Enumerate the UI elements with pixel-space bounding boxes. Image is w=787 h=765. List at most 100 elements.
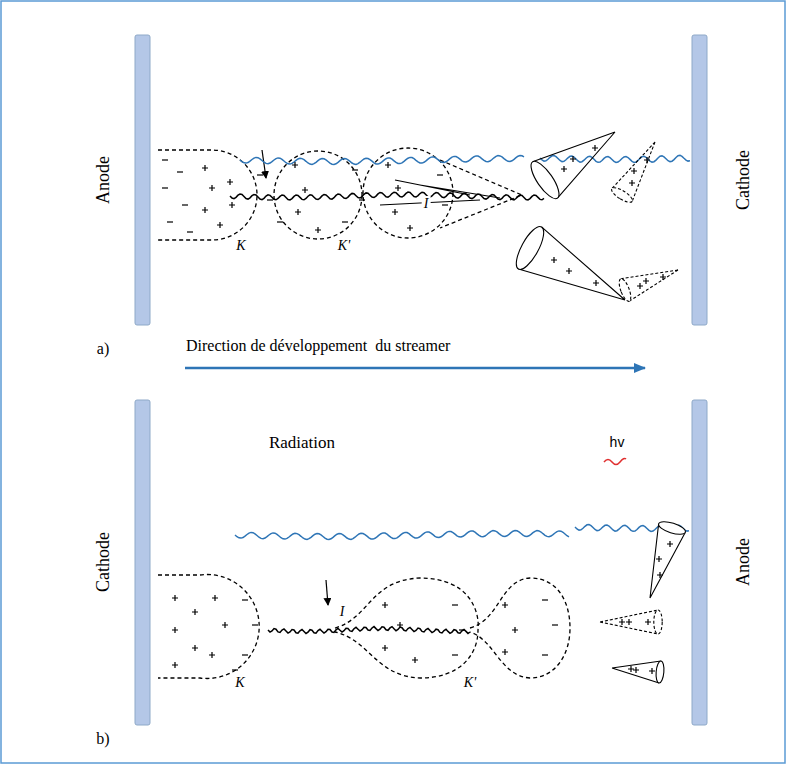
plus-charge: [292, 162, 298, 168]
plus-charge: [209, 652, 215, 658]
electrode-label: Cathode: [733, 150, 754, 210]
plus-charge: [302, 187, 308, 193]
minus-charge: [542, 654, 548, 655]
plus-charge: [645, 619, 651, 625]
plus-charge: [412, 657, 418, 663]
plus-charge: [315, 227, 321, 233]
electrode-label: Anode: [93, 156, 114, 204]
minus-charge: [162, 159, 168, 160]
plus-charge: [619, 619, 625, 625]
anode-plate: [135, 35, 150, 325]
avalanche-cone-base: [654, 610, 662, 634]
plus-charge: [217, 222, 223, 228]
plus-charge: [551, 257, 557, 263]
avalanche-cone-base: [526, 158, 564, 203]
panel-label: b): [96, 730, 109, 748]
direction-caption: Direction de développement du streamer: [186, 337, 450, 355]
minus-charge: [232, 669, 238, 670]
plus-charge: [656, 556, 662, 562]
radiation-wave: [240, 156, 524, 165]
plus-charge: [222, 622, 228, 628]
channel-wave: [230, 192, 544, 200]
plus-charge: [385, 162, 391, 168]
plus-charge: [229, 202, 235, 208]
plus-charge: [209, 185, 215, 191]
plus-charge: [202, 165, 208, 171]
plus-charge: [633, 667, 639, 673]
minus-charge: [359, 199, 365, 200]
radiation-label: Radiation: [269, 433, 335, 453]
plus-charge: [657, 572, 663, 578]
minus-charge: [177, 171, 183, 172]
plus-charge: [561, 166, 567, 172]
cathode-plate: [692, 35, 707, 325]
avalanche-cone-base: [655, 661, 665, 684]
plus-charge: [660, 274, 666, 280]
plus-charge: [407, 225, 413, 231]
plus-charge: [628, 666, 634, 672]
cathode-plate: [135, 400, 150, 725]
callout-letter: K': [462, 675, 478, 691]
plus-charge: [631, 168, 637, 174]
plus-charge: [592, 145, 598, 151]
plus-charge: [395, 185, 401, 191]
plus-charge: [227, 179, 233, 185]
callout-letter: K: [234, 238, 247, 254]
minus-charge: [352, 169, 358, 170]
plus-charge: [212, 595, 218, 601]
avalanche-cone-base: [511, 223, 549, 273]
minus-charge: [242, 599, 248, 600]
channel-a: [262, 150, 500, 205]
plus-charge: [637, 283, 643, 289]
plus-charge: [397, 622, 403, 628]
anode-plate: [692, 400, 707, 725]
plus-charge: [172, 627, 178, 633]
minus-charge: [187, 231, 193, 232]
streamer-b: [158, 575, 570, 679]
avalanche-cone-base: [617, 277, 633, 302]
callout-letter: K: [233, 675, 246, 691]
plus-charge: [192, 645, 198, 651]
minus-charge: [257, 174, 263, 175]
plus-charge: [392, 209, 398, 215]
minus-charge: [452, 654, 458, 655]
avalanche-cone: [612, 661, 661, 683]
avalanche-cone: [650, 524, 685, 598]
plus-charge: [502, 602, 508, 608]
plus-charge: [593, 280, 599, 286]
callout-letter: I: [338, 604, 347, 620]
callout-letter: I: [422, 196, 431, 212]
photon-squiggle: [604, 458, 626, 464]
plus-charge: [566, 268, 572, 274]
callout-letter: K': [336, 238, 352, 254]
minus-charge: [342, 221, 348, 222]
radiation-wave: [235, 531, 569, 540]
avalanche-cone-base: [610, 185, 635, 205]
plus-charge: [382, 602, 388, 608]
electrode-label: Cathode: [93, 532, 114, 592]
plus-charge: [502, 649, 508, 655]
plus-charge: [192, 609, 198, 615]
direction-arrow: [185, 367, 645, 370]
plus-charge: [382, 645, 388, 651]
minus-charge: [459, 629, 465, 630]
minus-charge: [542, 599, 548, 600]
channel-b: [326, 580, 328, 605]
plus-charge: [649, 668, 655, 674]
minus-charge: [267, 199, 273, 200]
avalanche-cone-base: [657, 519, 687, 537]
panel-label: a): [97, 340, 109, 358]
minus-charge: [437, 174, 443, 175]
minus-charge: [182, 204, 188, 205]
electrode-label: Anode: [733, 538, 754, 586]
plus-charge: [202, 207, 208, 213]
plus-charge: [667, 541, 673, 547]
generated-strokes: [162, 132, 690, 683]
plus-charge: [172, 595, 178, 601]
plus-charge: [172, 662, 178, 668]
plus-charge: [643, 278, 649, 284]
plus-charge: [629, 180, 635, 186]
